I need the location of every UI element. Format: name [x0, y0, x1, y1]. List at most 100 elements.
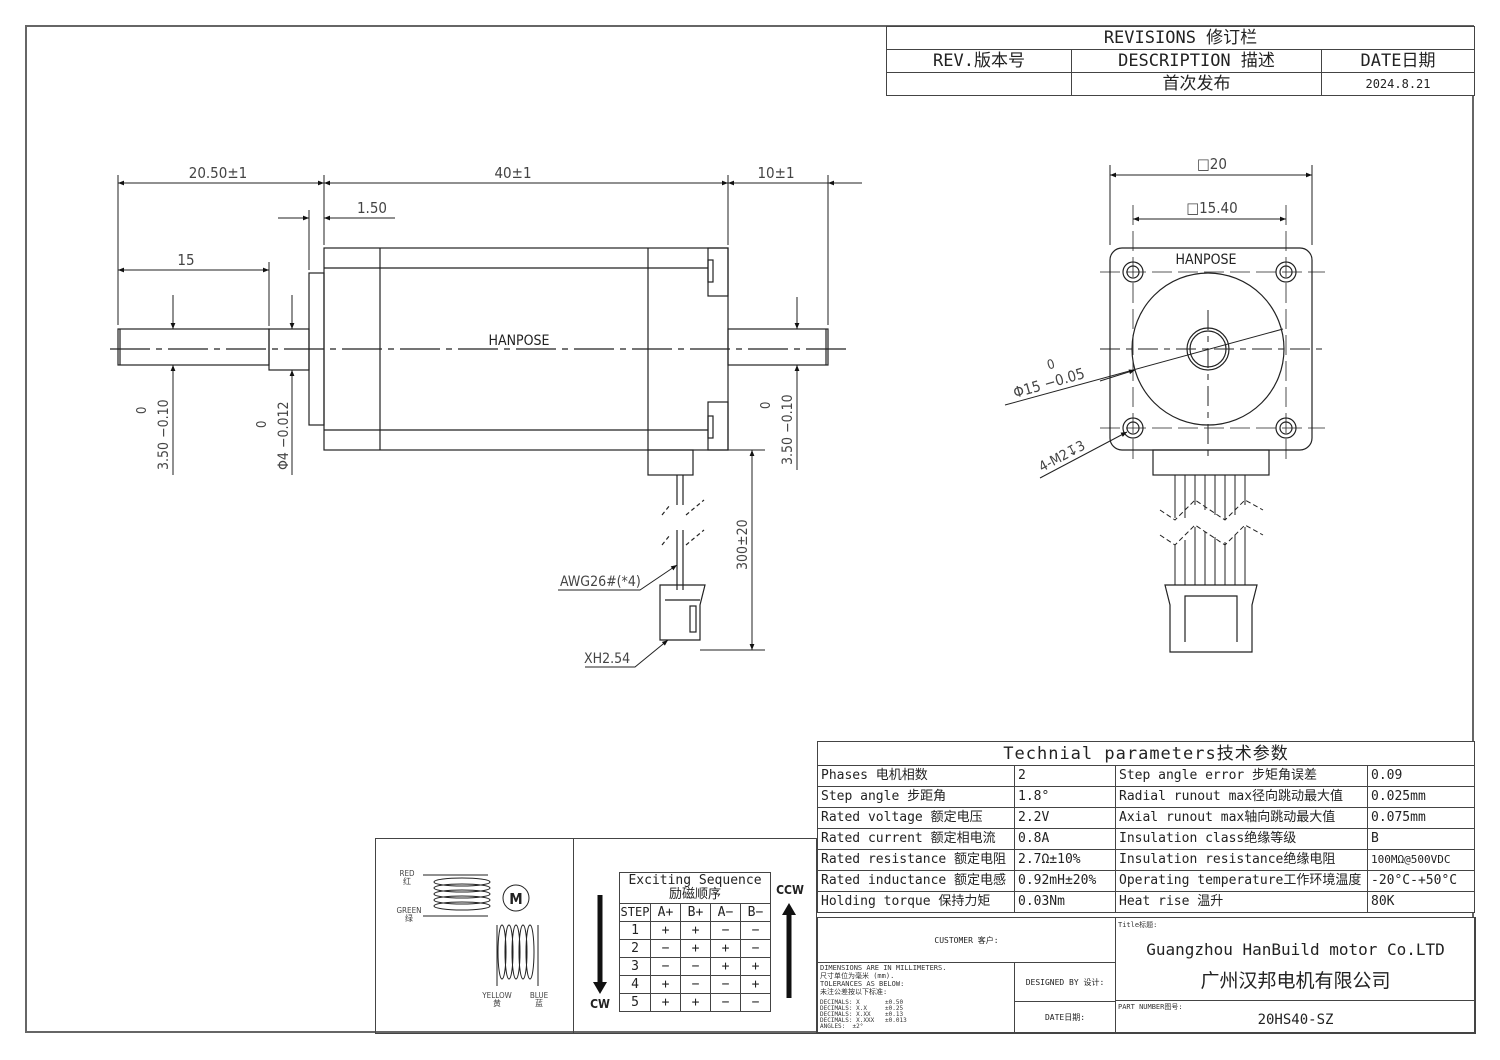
dim-front-shaft-length: 20.50±1	[189, 164, 248, 182]
dim-body-length: 40±1	[494, 164, 531, 182]
sequence-row: 5++−−	[619, 993, 771, 1012]
dim-front-flat-tol: 0	[135, 407, 150, 414]
sequence-row: 4+−−+	[619, 975, 771, 994]
col-step: STEP	[619, 903, 651, 922]
param-value: 80K	[1367, 891, 1475, 913]
param-value: 100MΩ@500VDC	[1367, 849, 1475, 871]
phase-cell: +	[710, 939, 741, 958]
step-cell: 4	[619, 975, 651, 994]
param-row: Step angle 步距角 1.8° Radial runout max径向跳…	[817, 786, 1475, 808]
wire-blue-zh: 蓝	[535, 998, 543, 1008]
col-b-minus: B−	[740, 903, 771, 922]
wire-blue-label: BLUE	[530, 991, 549, 1000]
param-row: Rated current 额定相电流 0.8A Insulation clas…	[817, 828, 1475, 850]
wiring-panel	[375, 838, 817, 1034]
title-cell: Title标题: Guangzhou HanBuild motor Co.LTD…	[1115, 917, 1476, 1001]
param-value: 0.025mm	[1367, 786, 1475, 808]
notes-line: ANGLES: ±2°	[820, 1023, 864, 1030]
phase-cell: +	[710, 957, 741, 976]
notes-line: DIMENSIONS ARE IN MILLIMETERS.	[820, 964, 947, 972]
dim-front-flat: 3.50 −0.10	[156, 399, 172, 470]
param-value: 1.8°	[1014, 786, 1116, 808]
customer-cell: CUSTOMER 客户:	[817, 917, 1116, 963]
phase-cell: +	[650, 975, 681, 994]
dim-flat-length: 15	[177, 251, 194, 269]
param-value: 2	[1014, 765, 1116, 787]
revision-date: 2024.8.21	[1321, 72, 1475, 96]
notes-cell: DIMENSIONS ARE IN MILLIMETERS. 尺寸单位为毫米 (…	[817, 962, 1015, 1034]
dim-boss-diameter-tol: 0	[1045, 357, 1056, 373]
sequence-row: 3−−++	[619, 957, 771, 976]
param-label: Radial runout max径向跳动最大值	[1115, 786, 1368, 808]
dim-outer-square: □20	[1197, 155, 1227, 173]
param-row: Rated resistance 额定电阻 2.7Ω±10% Insulatio…	[817, 849, 1475, 871]
dim-shaft-diameter-tol: 0	[255, 421, 270, 428]
notes-line: TOLERANCES AS BELOW:	[820, 980, 905, 988]
param-label: Rated resistance 额定电阻	[817, 849, 1015, 871]
phase-cell: −	[740, 993, 771, 1012]
phase-cell: +	[680, 921, 711, 940]
param-row: Rated voltage 额定电压 2.2V Axial runout max…	[817, 807, 1475, 829]
phase-cell: −	[710, 993, 741, 1012]
phase-cell: −	[680, 957, 711, 976]
company-name-zh: 广州汉邦电机有限公司	[1200, 970, 1391, 992]
param-value: 0.09	[1367, 765, 1475, 787]
title-block: CUSTOMER 客户: DIMENSIONS ARE IN MILLIMETE…	[817, 917, 1476, 1034]
step-cell: 5	[619, 993, 651, 1012]
param-row: Holding torque 保持力矩 0.03Nm Heat rise 温升 …	[817, 891, 1475, 913]
wire-yellow-label: YELLOW	[481, 991, 511, 1000]
wiring-divider	[573, 839, 574, 1033]
param-label: Rated inductance 额定电感	[817, 870, 1015, 892]
notes-line: DECIMALS: X.XX ±0.13	[820, 1011, 904, 1018]
technical-parameters-table: Technial parameters技术参数 Phases 电机相数 2 St…	[817, 741, 1475, 913]
front-view	[1004, 165, 1325, 653]
phase-cell: +	[650, 993, 681, 1012]
designed-by-cell: DESIGNED BY 设计:	[1014, 962, 1116, 1002]
wire-green-label: GREEN	[396, 906, 421, 915]
description-header: DESCRIPTION 描述	[1071, 49, 1322, 73]
param-value: 0.8A	[1014, 828, 1116, 850]
wire-red-label: RED	[399, 869, 415, 878]
phase-cell: −	[740, 921, 771, 940]
side-view-brand: HANPOSE	[489, 333, 550, 349]
step-cell: 2	[619, 939, 651, 958]
dim-shaft-diameter: Φ4 −0.012	[276, 401, 292, 470]
phase-cell: +	[680, 993, 711, 1012]
param-value: 2.7Ω±10%	[1014, 849, 1116, 871]
phase-cell: +	[650, 921, 681, 940]
param-row: Rated inductance 额定电感 0.92mH±20% Operati…	[817, 870, 1475, 892]
date-label: DATE日期:	[1044, 1013, 1086, 1022]
dim-boss-thickness: 1.50	[357, 199, 387, 217]
front-view-brand: HANPOSE	[1176, 252, 1237, 268]
notes-line: DECIMALS: X.XXX ±0.013	[820, 1017, 907, 1024]
company-name-en: Guangzhou HanBuild motor Co.LTD	[1146, 940, 1445, 959]
cw-label: CW	[590, 997, 610, 1011]
sequence-title-zh: 励磁顺序	[668, 887, 721, 902]
phase-cell: +	[680, 939, 711, 958]
phase-cell: +	[740, 975, 771, 994]
wire-green-zh: 绿	[405, 914, 413, 923]
notes-line: 未注公差按以下标准:	[820, 988, 888, 996]
param-label: Insulation resistance绝缘电阻	[1115, 849, 1368, 871]
param-value: 0.03Nm	[1014, 891, 1116, 913]
param-value: B	[1367, 828, 1475, 850]
param-label: Step angle 步距角	[817, 786, 1015, 808]
wire-gauge-label: AWG26#(*4)	[560, 574, 641, 590]
wiring-diagram	[423, 874, 539, 986]
param-value: 2.2V	[1014, 807, 1116, 829]
param-value: -20°C-+50°C	[1367, 870, 1475, 892]
motor-symbol: M	[509, 890, 522, 908]
param-value: 0.92mH±20%	[1014, 870, 1116, 892]
customer-label: CUSTOMER 客户:	[934, 935, 999, 945]
param-label: Insulation class绝缘等级	[1115, 828, 1368, 850]
notes-line: DECIMALS: X.X ±0.25	[820, 1005, 904, 1012]
part-number: 20HS40-SZ	[1257, 1012, 1334, 1028]
step-cell: 1	[619, 921, 651, 940]
phase-cell: −	[710, 975, 741, 994]
step-cell: 3	[619, 957, 651, 976]
connector-label: XH2.54	[584, 651, 630, 667]
notes-line: 尺寸单位为毫米 (mm).	[820, 972, 895, 980]
dim-rear-flat-tol: 0	[759, 402, 774, 409]
sequence-title: Exciting Sequence 励磁顺序	[619, 872, 771, 904]
